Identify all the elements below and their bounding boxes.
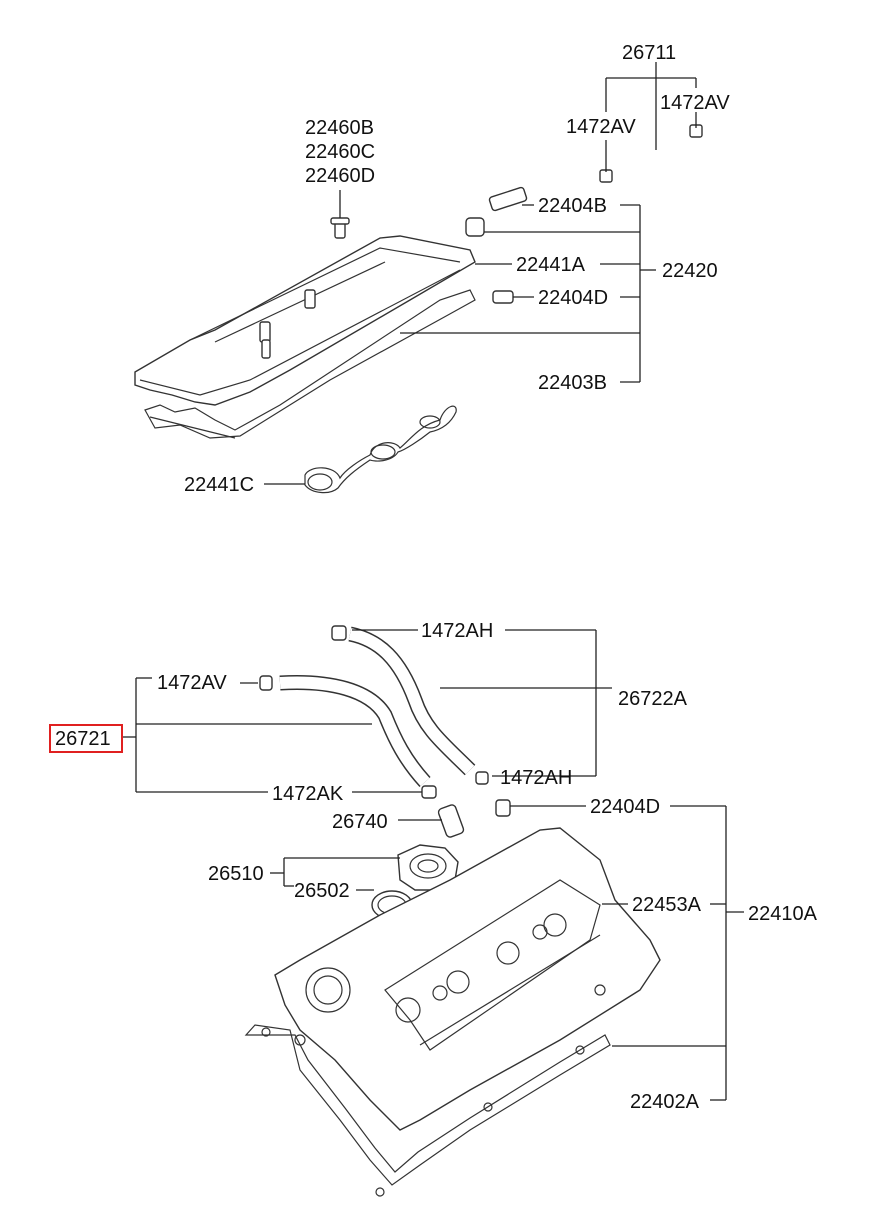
label-22460c: 22460C	[305, 141, 375, 163]
label-22403b: 22403B	[538, 372, 607, 394]
upper-rocker-cover	[134, 235, 476, 406]
highlight-box-26721	[49, 724, 123, 753]
label-1472av-lower: 1472AV	[157, 672, 227, 694]
upper-gasket	[144, 289, 476, 439]
pipe-26740	[437, 804, 465, 838]
gasket-22402a	[244, 1024, 611, 1197]
label-22460d: 22460D	[305, 165, 375, 187]
breather-hose-26711	[599, 124, 756, 201]
label-22441c: 22441C	[184, 474, 254, 496]
upper-labels: 26711 1472AV 1472AV 22460B 22460C 22460D…	[184, 42, 730, 496]
nipple-22404d-lower	[495, 799, 511, 817]
label-26722a: 26722A	[618, 688, 688, 710]
label-26510: 26510	[208, 863, 264, 885]
lower-rocker-cover	[274, 827, 661, 1131]
label-22453a: 22453A	[632, 894, 702, 916]
gasket-22441c	[304, 405, 457, 494]
hose-26722a	[331, 625, 489, 785]
label-26502: 26502	[294, 880, 350, 902]
label-22460b: 22460B	[305, 117, 374, 139]
hose-26721	[259, 675, 437, 799]
label-1472ah-bottom: 1472AH	[500, 767, 572, 789]
label-22420: 22420	[662, 260, 718, 282]
upper-leaders	[264, 62, 697, 485]
label-26711: 26711	[622, 42, 676, 64]
label-26721: 26721	[55, 728, 111, 750]
label-22410a: 22410A	[748, 903, 818, 925]
nipple-22404d	[492, 290, 514, 304]
label-22404d-lower: 22404D	[590, 796, 660, 818]
label-1472av-left: 1472AV	[566, 116, 636, 138]
lower-labels: 1472AH 1472AV 26722A 26721 1472AH 1472AK…	[55, 620, 818, 1113]
label-22404d-upper: 22404D	[538, 287, 608, 309]
label-1472ah-top: 1472AH	[421, 620, 493, 642]
label-1472av-right: 1472AV	[660, 92, 730, 114]
nipple-22404b	[465, 186, 528, 237]
label-1472ak: 1472AK	[272, 783, 344, 805]
label-22402a: 22402A	[630, 1091, 700, 1113]
label-22441a: 22441A	[516, 254, 586, 276]
label-26740: 26740	[332, 811, 388, 833]
lower-leaders	[122, 629, 744, 1101]
bolt-22460	[330, 217, 350, 239]
label-22404b: 22404B	[538, 195, 607, 217]
